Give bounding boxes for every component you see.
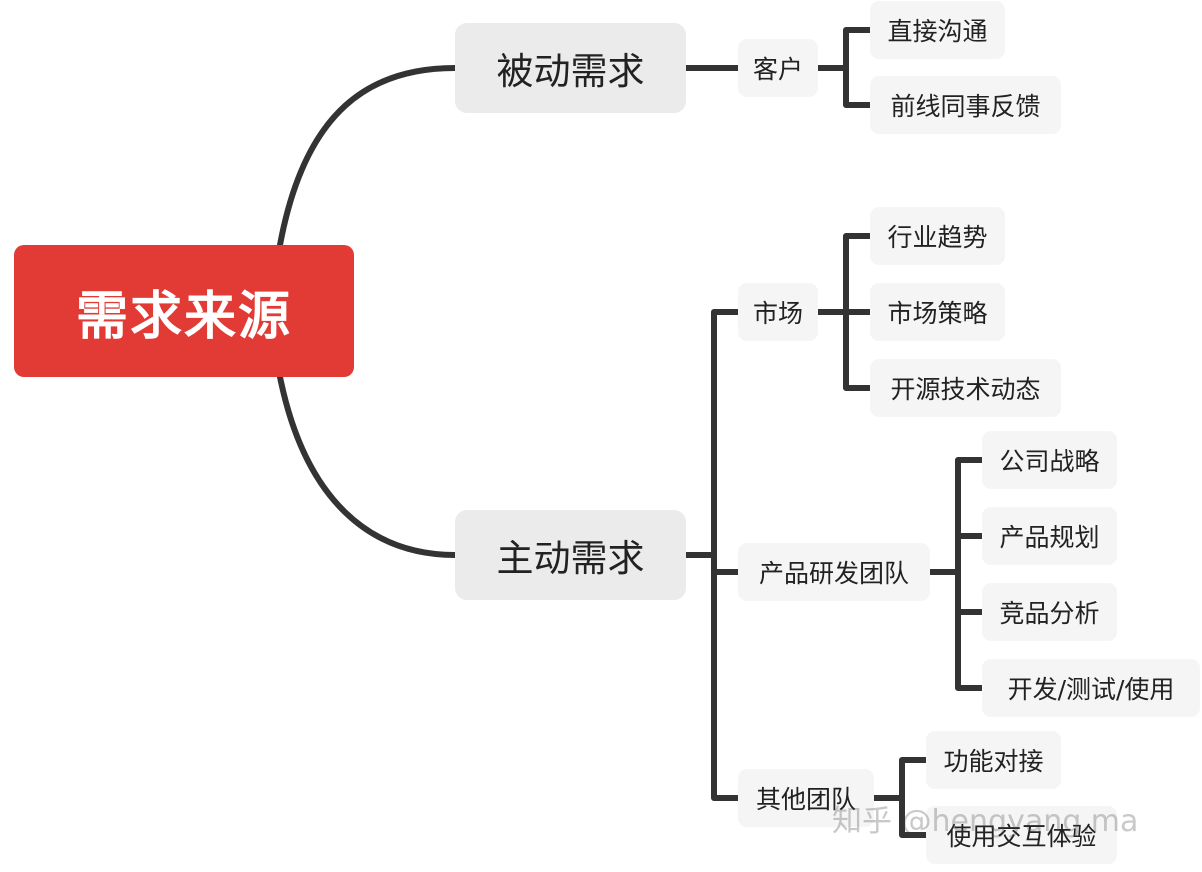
leaf-company-strategy[interactable]: 公司战略 <box>982 431 1117 489</box>
connector-customer-children <box>843 27 873 108</box>
leaf-direct-communication[interactable]: 直接沟通 <box>870 1 1005 59</box>
connector-market-children <box>843 233 873 391</box>
leaf-product-planning[interactable]: 产品规划 <box>982 507 1117 565</box>
subtopic-market[interactable]: 市场 <box>738 283 818 341</box>
leaf-frontline-feedback[interactable]: 前线同事反馈 <box>870 76 1061 134</box>
topic-passive-demand[interactable]: 被动需求 <box>455 23 686 113</box>
leaf-market-strategy[interactable]: 市场策略 <box>870 283 1005 341</box>
root-topic[interactable]: 需求来源 <box>14 245 354 377</box>
subtopic-rnd-team[interactable]: 产品研发团队 <box>738 543 930 601</box>
topic-active-demand[interactable]: 主动需求 <box>455 510 686 600</box>
connector-root-active <box>277 374 458 558</box>
leaf-function-integration[interactable]: 功能对接 <box>926 731 1061 789</box>
connector-other-children <box>899 757 929 838</box>
leaf-competitor-analysis[interactable]: 竞品分析 <box>982 583 1117 641</box>
connector-active-children <box>711 309 741 801</box>
leaf-interaction-experience[interactable]: 使用交互体验 <box>926 806 1117 864</box>
connector-root-passive <box>277 65 458 248</box>
subtopic-other-teams[interactable]: 其他团队 <box>738 769 874 827</box>
leaf-industry-trends[interactable]: 行业趋势 <box>870 207 1005 265</box>
leaf-dev-test-use[interactable]: 开发/测试/使用 <box>982 659 1200 717</box>
connector-rnd-children <box>955 457 985 691</box>
leaf-open-source-tech[interactable]: 开源技术动态 <box>870 359 1061 417</box>
subtopic-customer[interactable]: 客户 <box>738 39 818 97</box>
